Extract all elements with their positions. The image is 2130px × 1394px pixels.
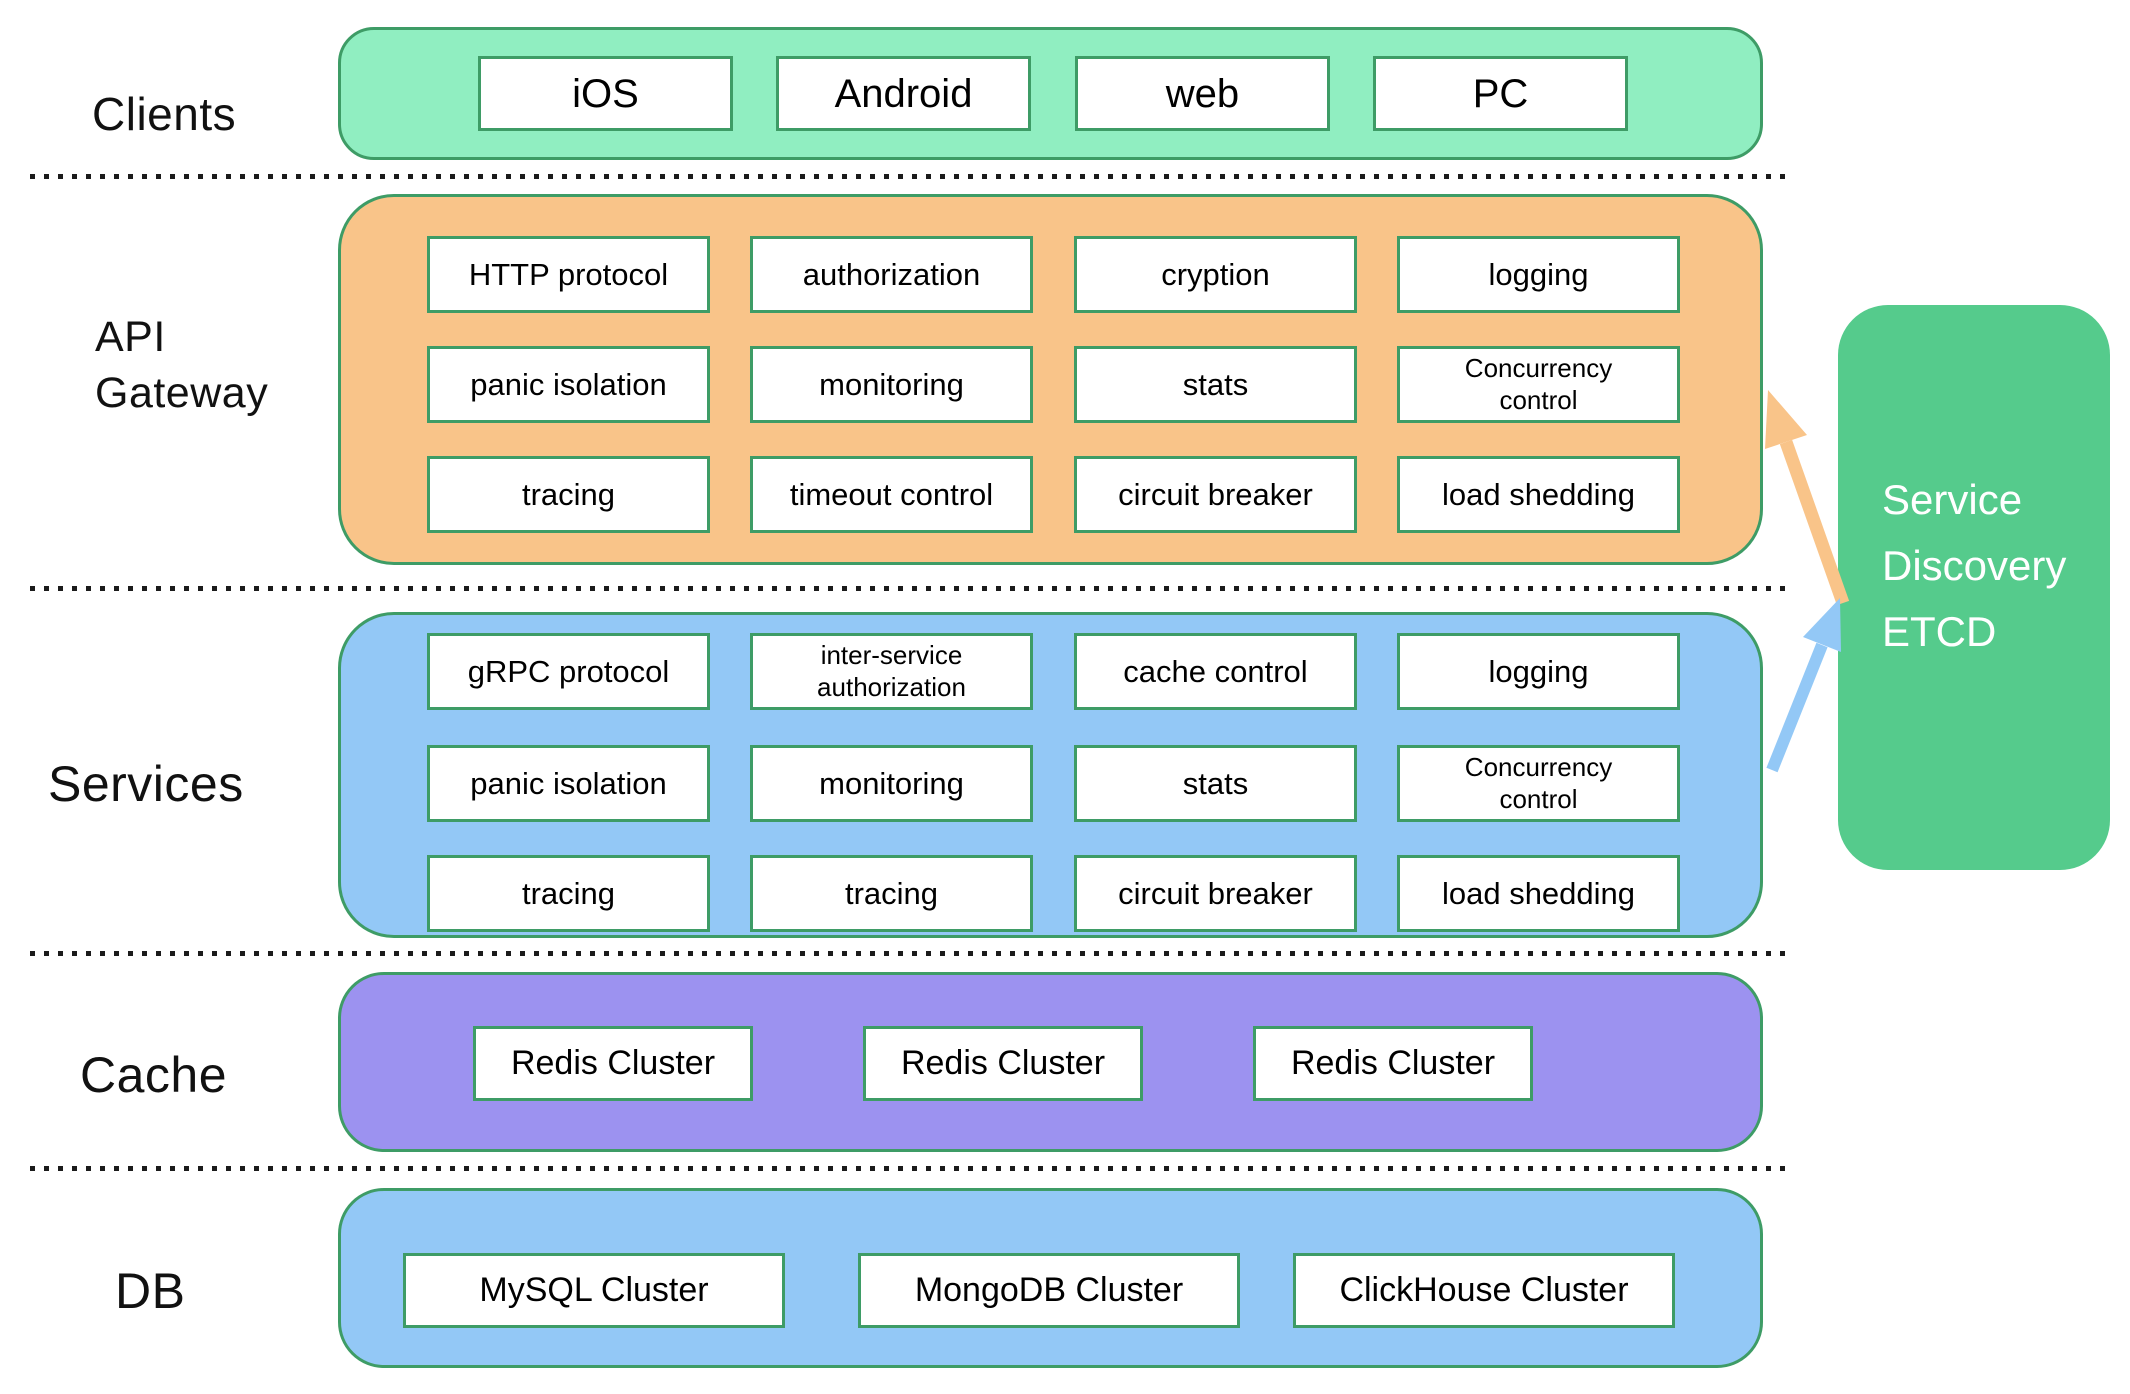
client-pc-box: PC (1373, 56, 1628, 131)
label-services: Services (48, 756, 244, 812)
layer-separator-4 (30, 1166, 1785, 1171)
cache-band: Redis Cluster Redis Cluster Redis Cluste… (338, 972, 1763, 1152)
service-discovery-line3: ETCD (1882, 608, 1997, 655)
service-discovery-line2: Discovery (1882, 542, 2067, 589)
layer-separator-2 (30, 586, 1785, 591)
redis-cluster-box-3: Redis Cluster (1253, 1026, 1533, 1101)
service-discovery-line1: Service (1882, 476, 2023, 523)
services-monitoring-box: monitoring (750, 745, 1033, 822)
services-logging-box: logging (1397, 633, 1680, 710)
redis-cluster-box-1: Redis Cluster (473, 1026, 753, 1101)
services-concurrency-control-box: Concurrency control (1397, 745, 1680, 822)
label-api-gateway-line1: API (95, 313, 166, 361)
services-to-etcd-arrow (1766, 598, 1841, 773)
gateway-load-shedding-box: load shedding (1397, 456, 1680, 533)
services-load-shedding-box: load shedding (1397, 855, 1680, 932)
redis-cluster-box-2: Redis Cluster (863, 1026, 1143, 1101)
clickhouse-cluster-box: ClickHouse Cluster (1293, 1253, 1675, 1328)
db-band: MySQL Cluster MongoDB Cluster ClickHouse… (338, 1188, 1763, 1368)
services-tracing-box-2: tracing (750, 855, 1033, 932)
gateway-timeout-control-box: timeout control (750, 456, 1033, 533)
label-cache: Cache (80, 1047, 228, 1103)
services-circuit-breaker-box: circuit breaker (1074, 855, 1357, 932)
client-ios-box: iOS (478, 56, 733, 131)
services-grpc-protocol-box: gRPC protocol (427, 633, 710, 710)
gateway-tracing-box: tracing (427, 456, 710, 533)
gateway-authorization-box: authorization (750, 236, 1033, 313)
services-stats-box: stats (1074, 745, 1357, 822)
gateway-concurrency-control-box: Concurrency control (1397, 346, 1680, 423)
gateway-circuit-breaker-box: circuit breaker (1074, 456, 1357, 533)
api-gateway-band: HTTP protocol authorization cryption log… (338, 194, 1763, 565)
layer-separator-1 (30, 174, 1785, 179)
label-clients: Clients (92, 88, 237, 140)
gateway-panic-isolation-box: panic isolation (427, 346, 710, 423)
label-db: DB (115, 1263, 186, 1319)
label-api-gateway: API Gateway (95, 309, 268, 421)
services-panic-isolation-box: panic isolation (427, 745, 710, 822)
clients-band: iOS Android web PC (338, 27, 1763, 160)
layer-separator-3 (30, 951, 1785, 956)
client-android-box: Android (776, 56, 1031, 131)
mongodb-cluster-box: MongoDB Cluster (858, 1253, 1240, 1328)
etcd-to-gateway-arrow (1765, 390, 1850, 606)
service-discovery-etcd-panel: Service Discovery ETCD (1838, 305, 2110, 870)
label-api-gateway-line2: Gateway (95, 369, 269, 417)
gateway-stats-box: stats (1074, 346, 1357, 423)
gateway-logging-box: logging (1397, 236, 1680, 313)
gateway-monitoring-box: monitoring (750, 346, 1033, 423)
gateway-http-protocol-box: HTTP protocol (427, 236, 710, 313)
mysql-cluster-box: MySQL Cluster (403, 1253, 785, 1328)
services-band: gRPC protocol inter-service authorizatio… (338, 612, 1763, 938)
services-tracing-box-1: tracing (427, 855, 710, 932)
services-inter-service-authorization-box: inter-service authorization (750, 633, 1033, 710)
services-cache-control-box: cache control (1074, 633, 1357, 710)
client-web-box: web (1075, 56, 1330, 131)
gateway-cryption-box: cryption (1074, 236, 1357, 313)
